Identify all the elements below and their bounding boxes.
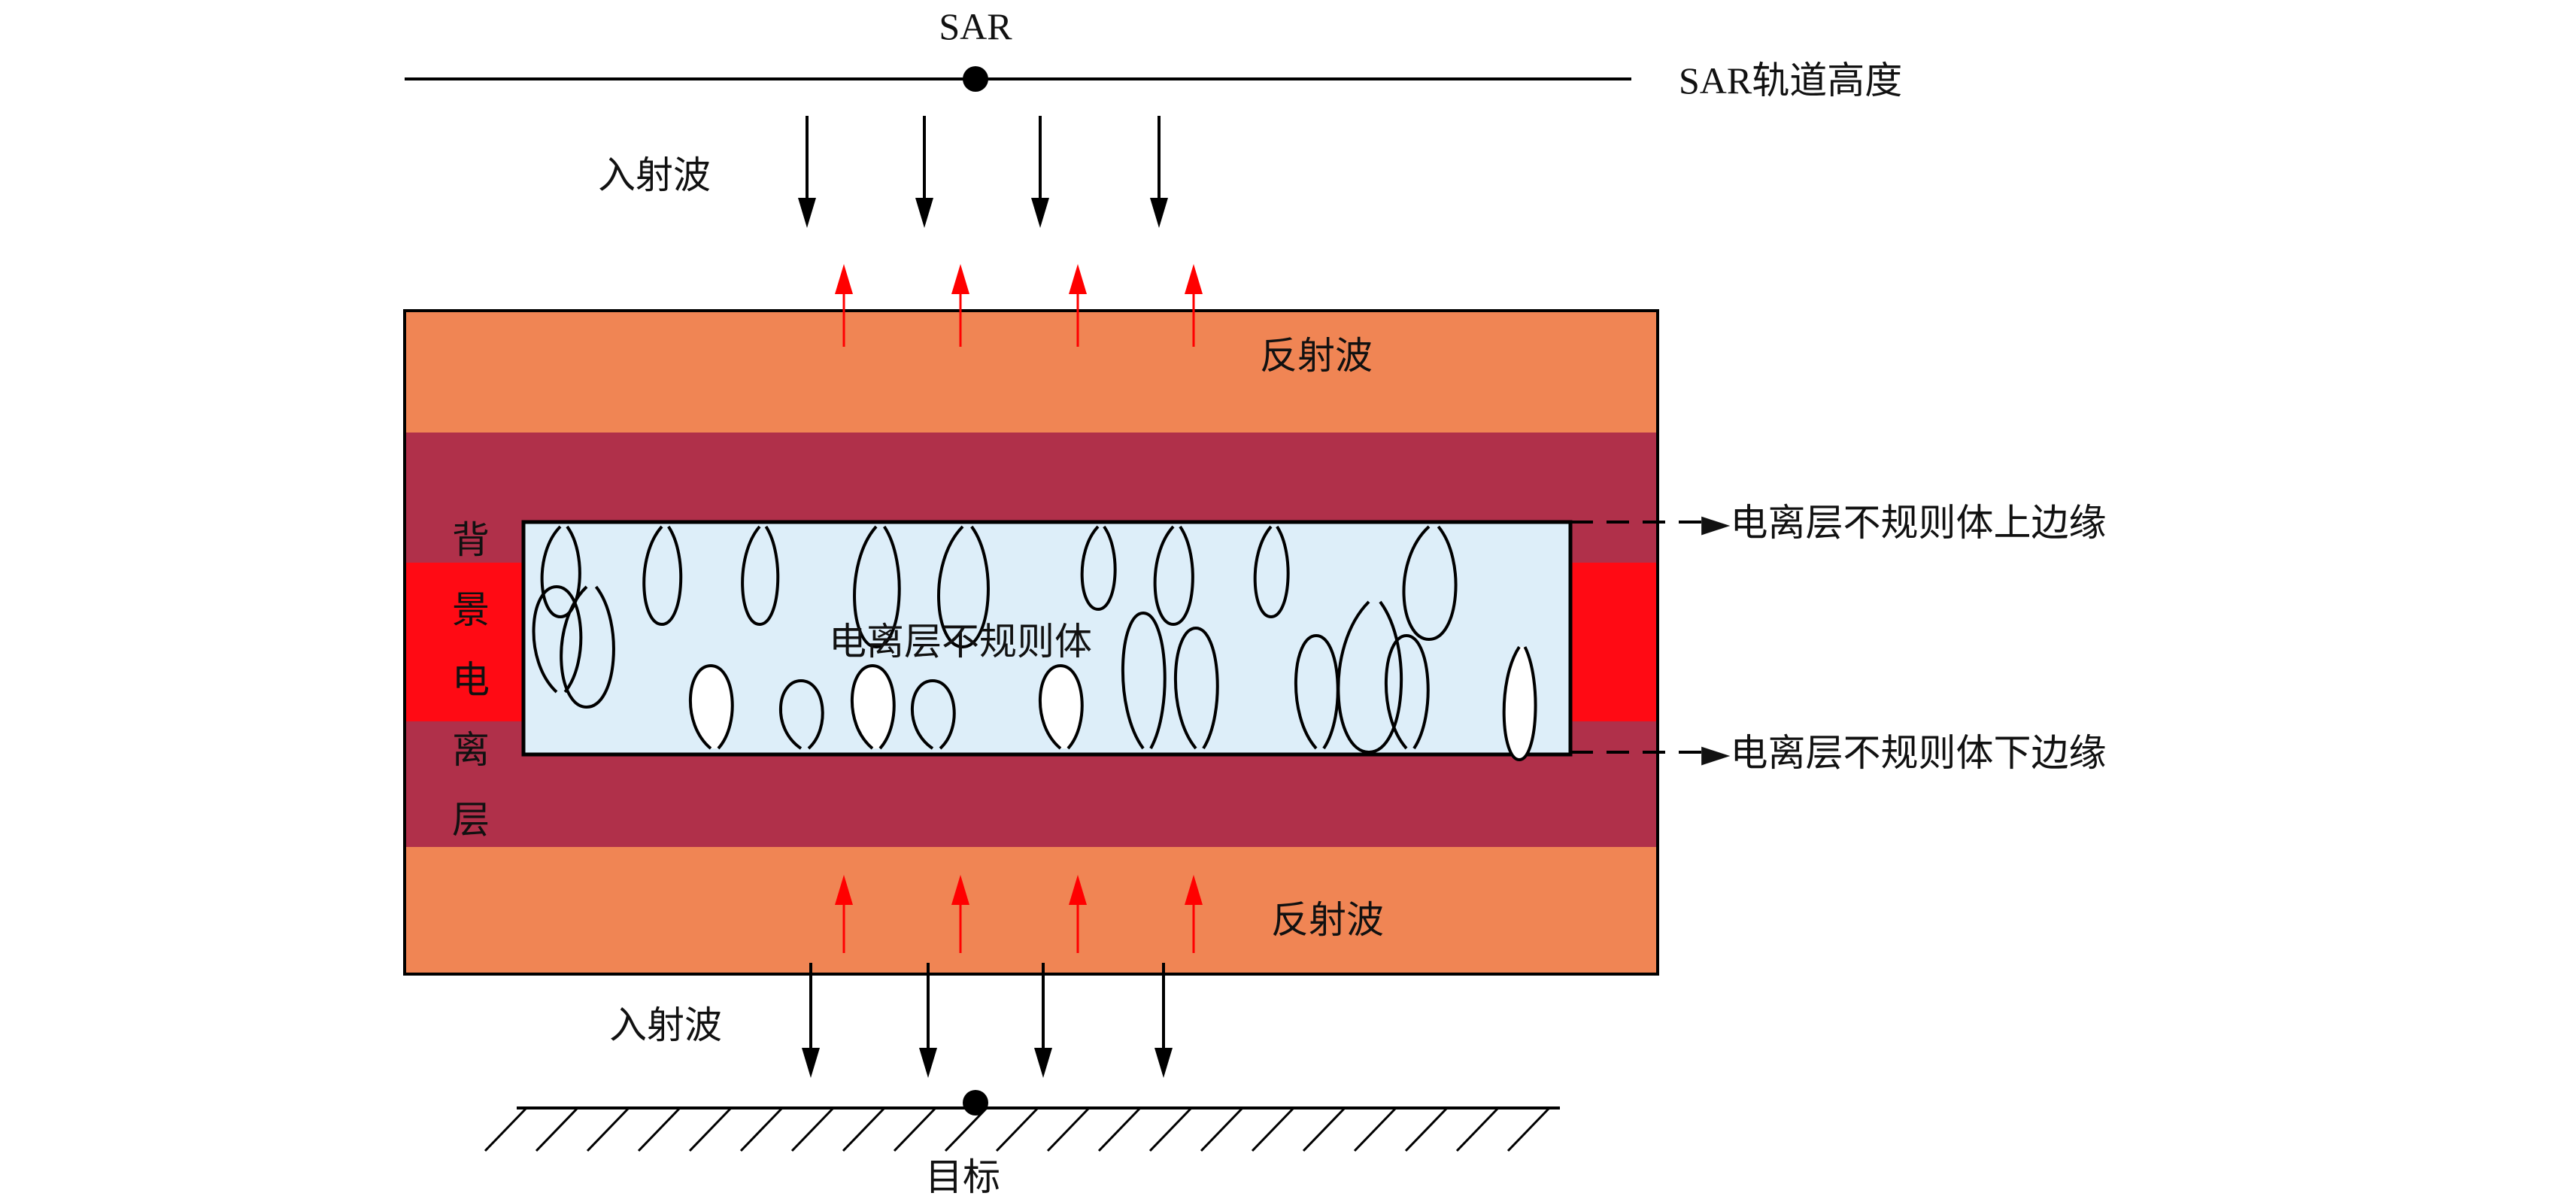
reflected-arrow-head	[835, 264, 853, 294]
reflected-arrow-head	[1069, 264, 1087, 294]
background-ionosphere-label: 背 景 电 离 层	[452, 518, 490, 842]
hatch-line	[1148, 1106, 1193, 1152]
incident-arrow-head	[1150, 198, 1168, 228]
hatch-line	[1046, 1106, 1091, 1152]
incident-arrow-head	[915, 198, 933, 228]
sar-label: SAR	[939, 5, 1012, 47]
ground-hatching	[484, 1106, 1551, 1152]
irregularity-blob	[1253, 525, 1290, 619]
incident-arrows-top	[798, 116, 1168, 228]
bg-char: 背	[452, 518, 490, 562]
sar-platform-dot	[963, 66, 988, 92]
bg-char: 层	[452, 798, 490, 842]
hatch-line	[739, 1106, 784, 1152]
reflected-arrows-top	[835, 264, 1203, 347]
incident-arrow-head	[919, 1048, 937, 1078]
reflected-arrow-head	[1185, 264, 1203, 294]
hatch-line	[688, 1106, 733, 1152]
irregularity-blob	[1080, 525, 1117, 612]
irregularity-blob	[1153, 525, 1194, 627]
irregularity-blob	[1173, 626, 1219, 750]
side-red-left	[405, 563, 523, 721]
hatch-line	[1404, 1106, 1449, 1152]
irregularity-blob	[532, 584, 583, 694]
reflected-arrow-head	[951, 264, 969, 294]
irregularity-blob	[937, 525, 990, 649]
hatch-line	[842, 1106, 886, 1152]
irregularity-blob	[540, 525, 581, 619]
irregularity-blob	[688, 663, 734, 750]
bg-char: 景	[452, 588, 490, 632]
incident-arrows-bottom	[802, 963, 1173, 1078]
irregularity-blob	[1294, 633, 1340, 750]
irregularity-blob	[1384, 633, 1430, 750]
outer-layer-bottom	[405, 847, 1658, 974]
hatch-line	[1455, 1106, 1500, 1152]
bg-char: 电	[452, 658, 490, 702]
hatch-line	[586, 1106, 630, 1152]
irregularity-label: 电离层不规则体	[829, 620, 1092, 663]
outer-layer-top	[405, 311, 1658, 433]
hatch-line	[1097, 1106, 1142, 1152]
target-label: 目标	[925, 1155, 1000, 1196]
irregularity-blob	[911, 678, 956, 750]
irregularity-blobs	[532, 525, 1537, 762]
reflected-arrow-head	[1185, 875, 1203, 905]
layer-box-border	[403, 309, 1659, 976]
irregularity-blob	[779, 678, 824, 750]
irregularity-blob	[741, 525, 780, 627]
bg-char: 离	[452, 728, 490, 772]
irregularity-blob	[1502, 645, 1537, 762]
hatch-line	[1251, 1106, 1295, 1152]
irregularity-blob	[560, 585, 615, 709]
irregularity-blob	[1402, 525, 1458, 642]
reflected-arrows-bottom	[835, 875, 1203, 953]
irregularity-blob	[1038, 663, 1084, 750]
incident-arrow-head	[1154, 1048, 1173, 1078]
hatch-line	[995, 1106, 1039, 1152]
irregularity-blob	[1337, 600, 1403, 754]
upper-edge-label: ►电离层不规则体上边缘	[1701, 501, 2106, 545]
sar-orbit-label: SAR轨道高度	[1679, 59, 1902, 102]
irregularity-blob	[642, 525, 683, 627]
hatch-line	[790, 1106, 835, 1152]
hatch-line	[1353, 1106, 1397, 1152]
hatch-line	[893, 1106, 937, 1152]
target-dot	[963, 1090, 988, 1116]
hatch-line	[535, 1106, 579, 1152]
reflected-arrow-head	[835, 875, 853, 905]
irregularity-blob	[1121, 611, 1167, 750]
irregularity-blob	[853, 525, 901, 649]
side-red-right	[1570, 563, 1658, 721]
lower-edge-label: ►电离层不规则体下边缘	[1701, 731, 2106, 775]
hatch-line	[944, 1106, 988, 1152]
irregularity-blob	[850, 663, 896, 750]
hatch-line	[1200, 1106, 1244, 1152]
incident-arrow-head	[1031, 198, 1049, 228]
hatch-line	[1506, 1106, 1551, 1152]
incident-arrow-head	[798, 198, 816, 228]
reflected-arrow-head	[1069, 875, 1087, 905]
incident-wave-label-bottom: 入射波	[609, 1003, 722, 1047]
reflected-wave-label-bottom: 反射波	[1271, 898, 1384, 942]
incident-arrow-head	[1034, 1048, 1052, 1078]
incident-wave-label-top: 入射波	[598, 153, 711, 197]
reflected-wave-label-top: 反射波	[1260, 334, 1373, 378]
hatch-line	[484, 1106, 528, 1152]
reflected-arrow-head	[951, 875, 969, 905]
hatch-line	[637, 1106, 681, 1152]
incident-arrow-head	[802, 1048, 820, 1078]
hatch-line	[1302, 1106, 1346, 1152]
